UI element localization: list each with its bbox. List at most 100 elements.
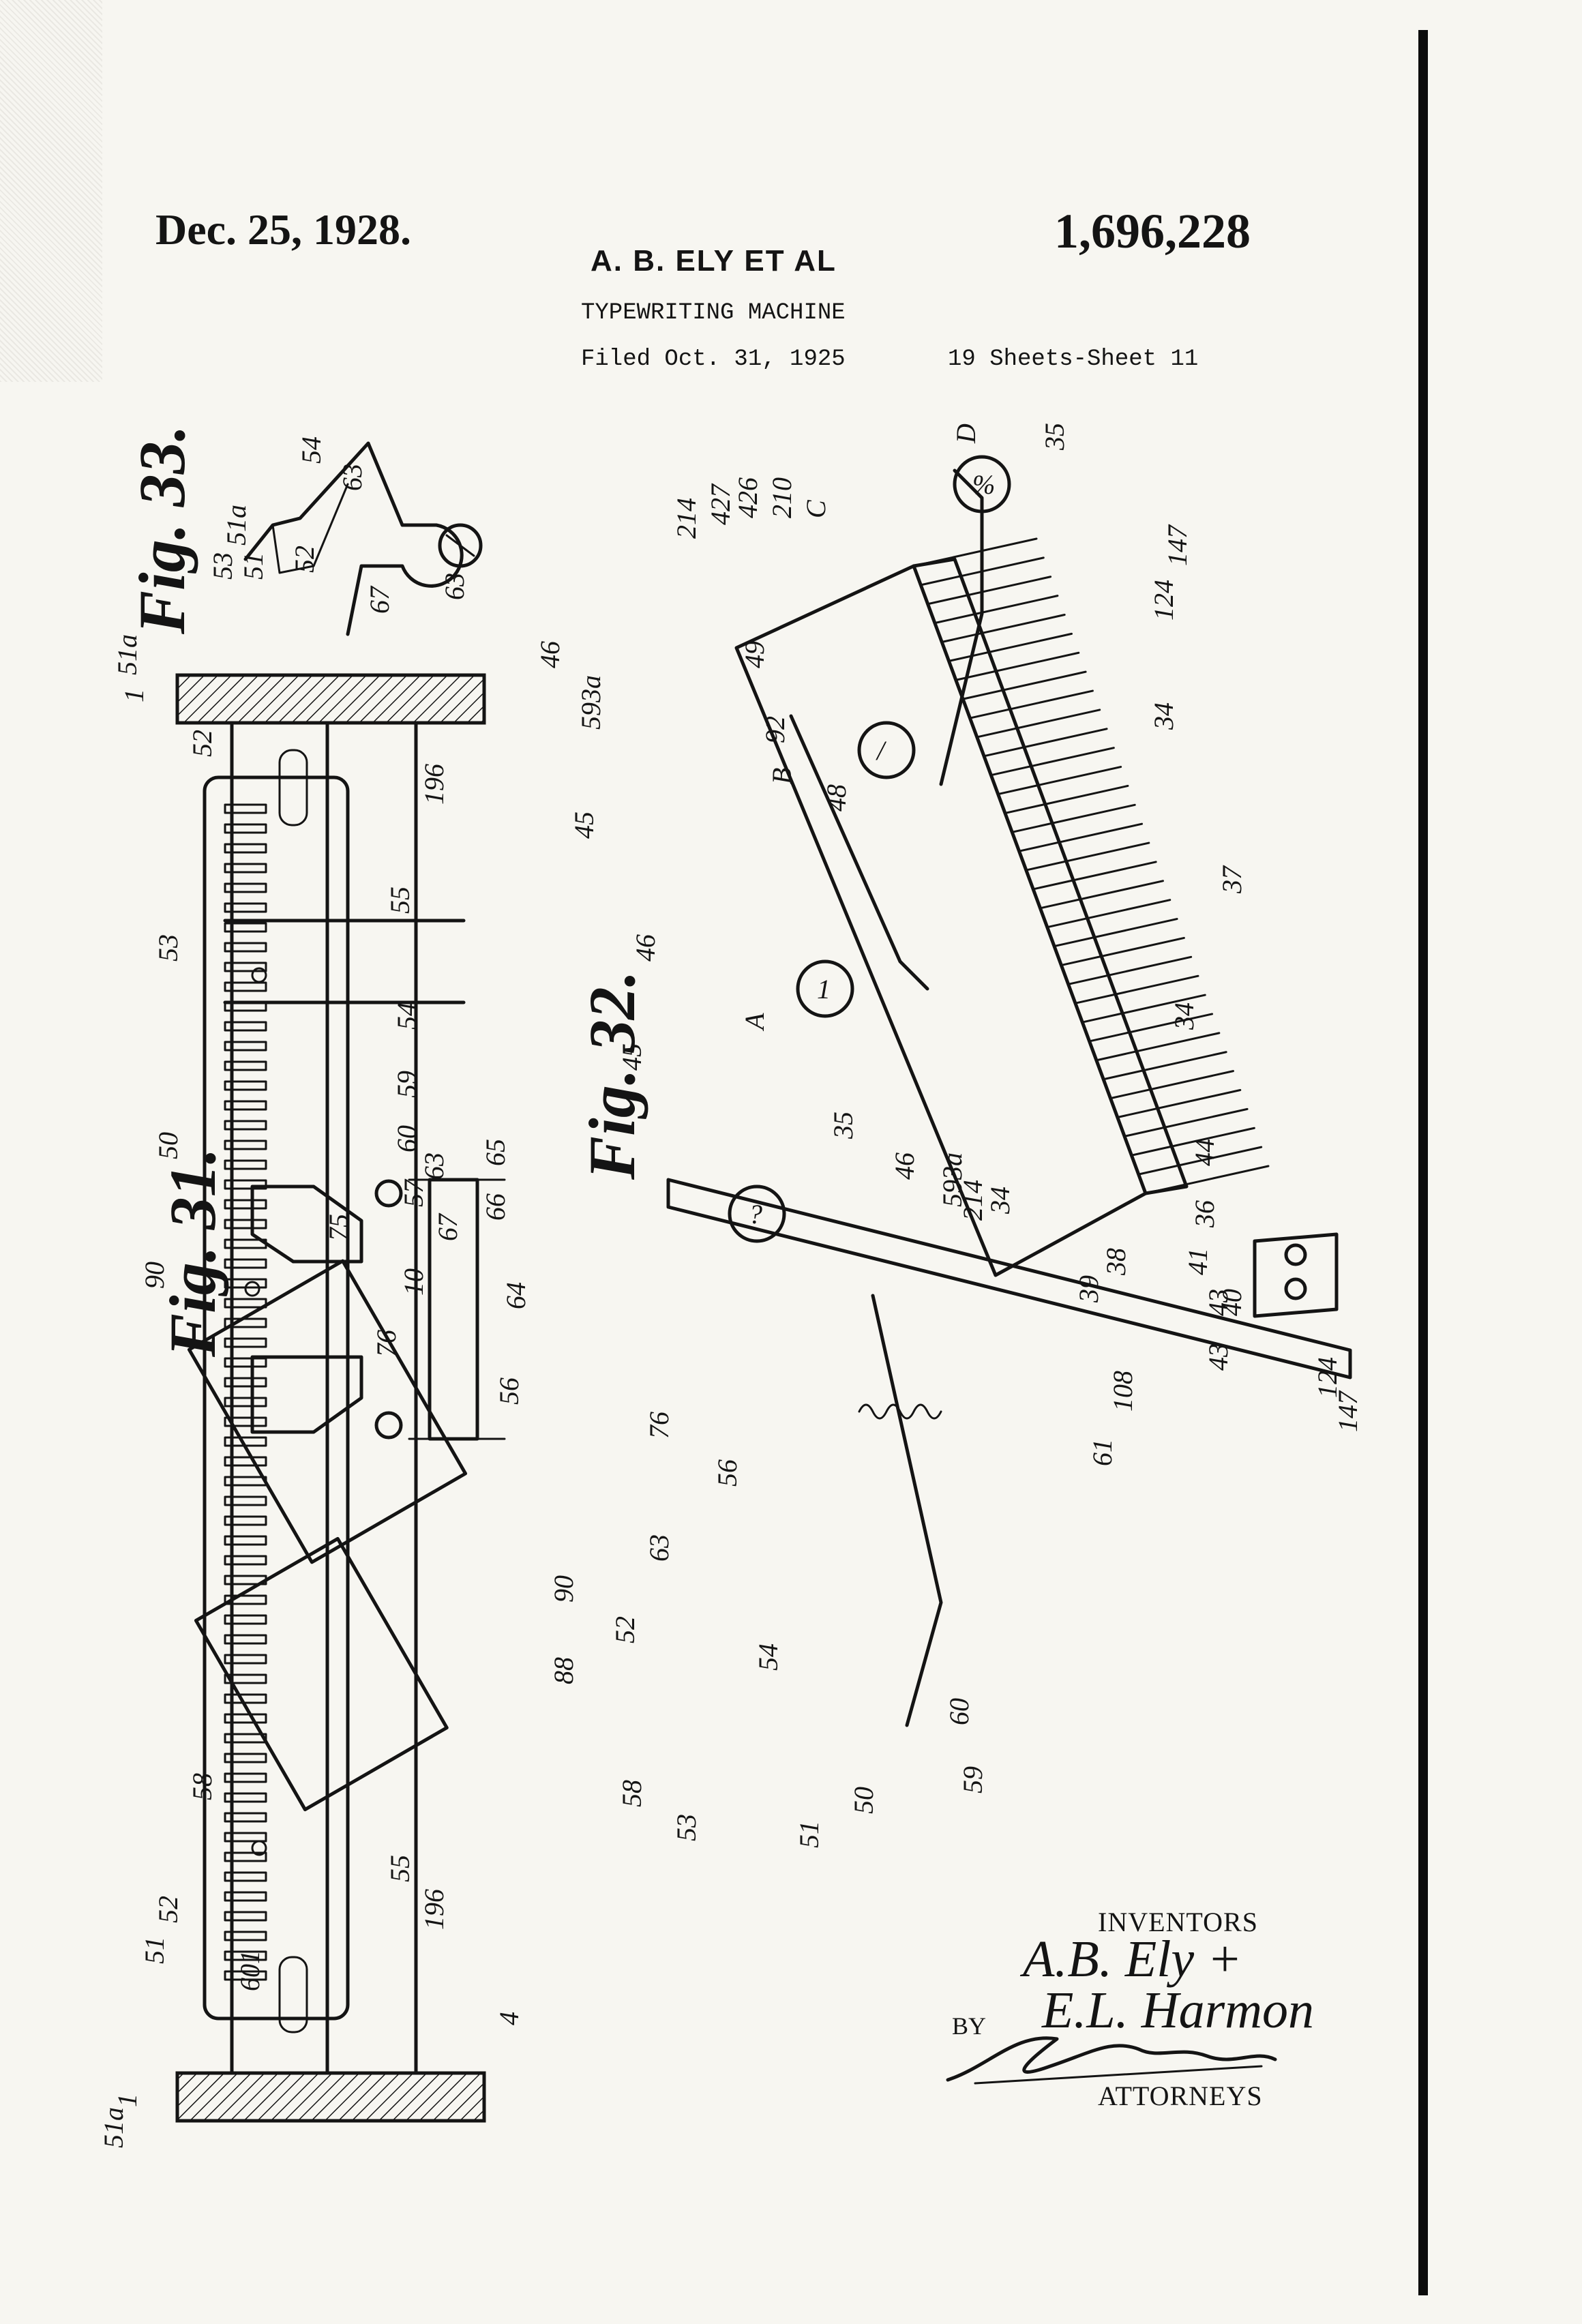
ref-label: 58 [187, 1773, 218, 1800]
comb-tooth [224, 1753, 267, 1763]
ref-label: 52 [289, 546, 320, 573]
housing [187, 1259, 468, 1564]
comb-tooth [224, 1515, 267, 1526]
comb-teeth [224, 803, 267, 1981]
filed-date: Filed Oct. 31, 1925 [581, 346, 846, 372]
ref-label: 64 [501, 1282, 531, 1309]
comb-tooth [224, 942, 267, 953]
ref-label: 124 [1312, 1357, 1343, 1398]
ref-label: 51a [221, 505, 252, 546]
ref-label: 214 [671, 498, 702, 539]
ref-label: 34 [985, 1187, 1015, 1215]
rib [1109, 1070, 1234, 1100]
ribs [912, 537, 1270, 1195]
comb-tooth [224, 1100, 267, 1111]
rib [976, 709, 1101, 739]
ref-label: 49 [739, 641, 770, 668]
ref-label: B [766, 768, 797, 784]
key-symbol: ? [749, 1199, 762, 1230]
inventors-label: INVENTORS [1098, 1907, 1258, 1937]
rib [940, 614, 1066, 644]
guide-strip [666, 1178, 1352, 1380]
housing [194, 1536, 449, 1812]
ref-label: 43 [1203, 1343, 1234, 1371]
comb-tooth [224, 1080, 267, 1091]
ref-label: 34 [1148, 702, 1179, 730]
ref-label: 51a [98, 2107, 129, 2148]
rib [1144, 1165, 1270, 1195]
ref-label: 60 [391, 1125, 422, 1152]
ref-label: 52 [610, 1616, 640, 1643]
ref-label: 67 [364, 585, 395, 614]
ref-label: 50 [848, 1787, 879, 1814]
comb-tooth [224, 1377, 267, 1388]
ref-label: 52 [153, 1896, 183, 1923]
ref-label: 35 [828, 1112, 859, 1139]
ref-label: 76 [644, 1412, 674, 1439]
fig33-label: Fig. 33. [125, 425, 198, 635]
by-label: BY [952, 2012, 987, 2040]
ref-label: 34 [1169, 1002, 1199, 1030]
rib [927, 576, 1052, 606]
comb-tooth [224, 1041, 267, 1052]
ref-label: 53 [207, 552, 238, 580]
ref-label: 59 [391, 1071, 422, 1098]
key-a [728, 1185, 786, 1243]
pad [250, 1185, 363, 1264]
ref-label: 43 [1203, 1289, 1234, 1316]
ref-label: 56 [712, 1459, 743, 1487]
ref-label: 55 [385, 887, 415, 914]
rib [1095, 1032, 1221, 1062]
comb-tooth [224, 1298, 267, 1309]
rib [1067, 955, 1193, 985]
ref-label: 48 [821, 784, 852, 811]
rib [1074, 974, 1199, 1004]
ref-label: 426 [732, 477, 763, 518]
key-d [953, 455, 1011, 513]
ref-label: 1 [119, 689, 149, 702]
rib [1060, 936, 1185, 966]
ref-label: 46 [535, 641, 565, 668]
ref-label: 54 [296, 436, 327, 464]
comb-tooth [224, 1120, 267, 1131]
ref-label: 196 [419, 764, 449, 805]
ref-label: 55 [385, 1855, 415, 1882]
comb-tooth [224, 1258, 267, 1269]
ref-label: 63 [337, 464, 368, 491]
comb-tooth [224, 1772, 267, 1783]
comb-tooth [224, 823, 267, 834]
ref-label: 45 [616, 1043, 647, 1071]
ref-label: 51a [112, 634, 143, 675]
comb-tooth [224, 882, 267, 893]
patent-title: TYPEWRITING MACHINE [581, 300, 846, 326]
comb-tooth [224, 1159, 267, 1170]
rib [934, 595, 1059, 625]
ref-label: 147 [1332, 1390, 1363, 1432]
rib [1032, 861, 1157, 891]
comb-tooth [224, 1851, 267, 1862]
margin-rule [1418, 30, 1428, 2295]
rib [1137, 1146, 1263, 1176]
slot [278, 749, 308, 826]
rib [983, 728, 1108, 758]
ref-label: 88 [548, 1657, 579, 1684]
key-symbol: / [876, 735, 887, 766]
comb-tooth [224, 902, 267, 913]
attorneys-label: ATTORNEYS [1098, 2081, 1263, 2111]
ref-label: 56 [494, 1377, 524, 1405]
rib [1039, 880, 1164, 910]
key-c [857, 721, 916, 779]
pad [250, 1355, 363, 1434]
ref-label: 37 [1217, 865, 1247, 894]
fig32-label: Fig. 32. [576, 970, 648, 1180]
comb-tooth [224, 863, 267, 874]
comb-tooth [224, 1456, 267, 1467]
ref-label: 36 [1189, 1200, 1220, 1228]
patent-inventor: A. B. ELY ET AL [591, 244, 837, 278]
comb-tooth [224, 962, 267, 972]
comb-tooth [224, 1654, 267, 1665]
ref-label: 44 [1189, 1139, 1220, 1166]
inventor-1-signature: A.B. Ely + [1023, 1931, 1242, 1988]
key-symbol: % [972, 469, 995, 500]
comb-tooth [224, 843, 267, 854]
